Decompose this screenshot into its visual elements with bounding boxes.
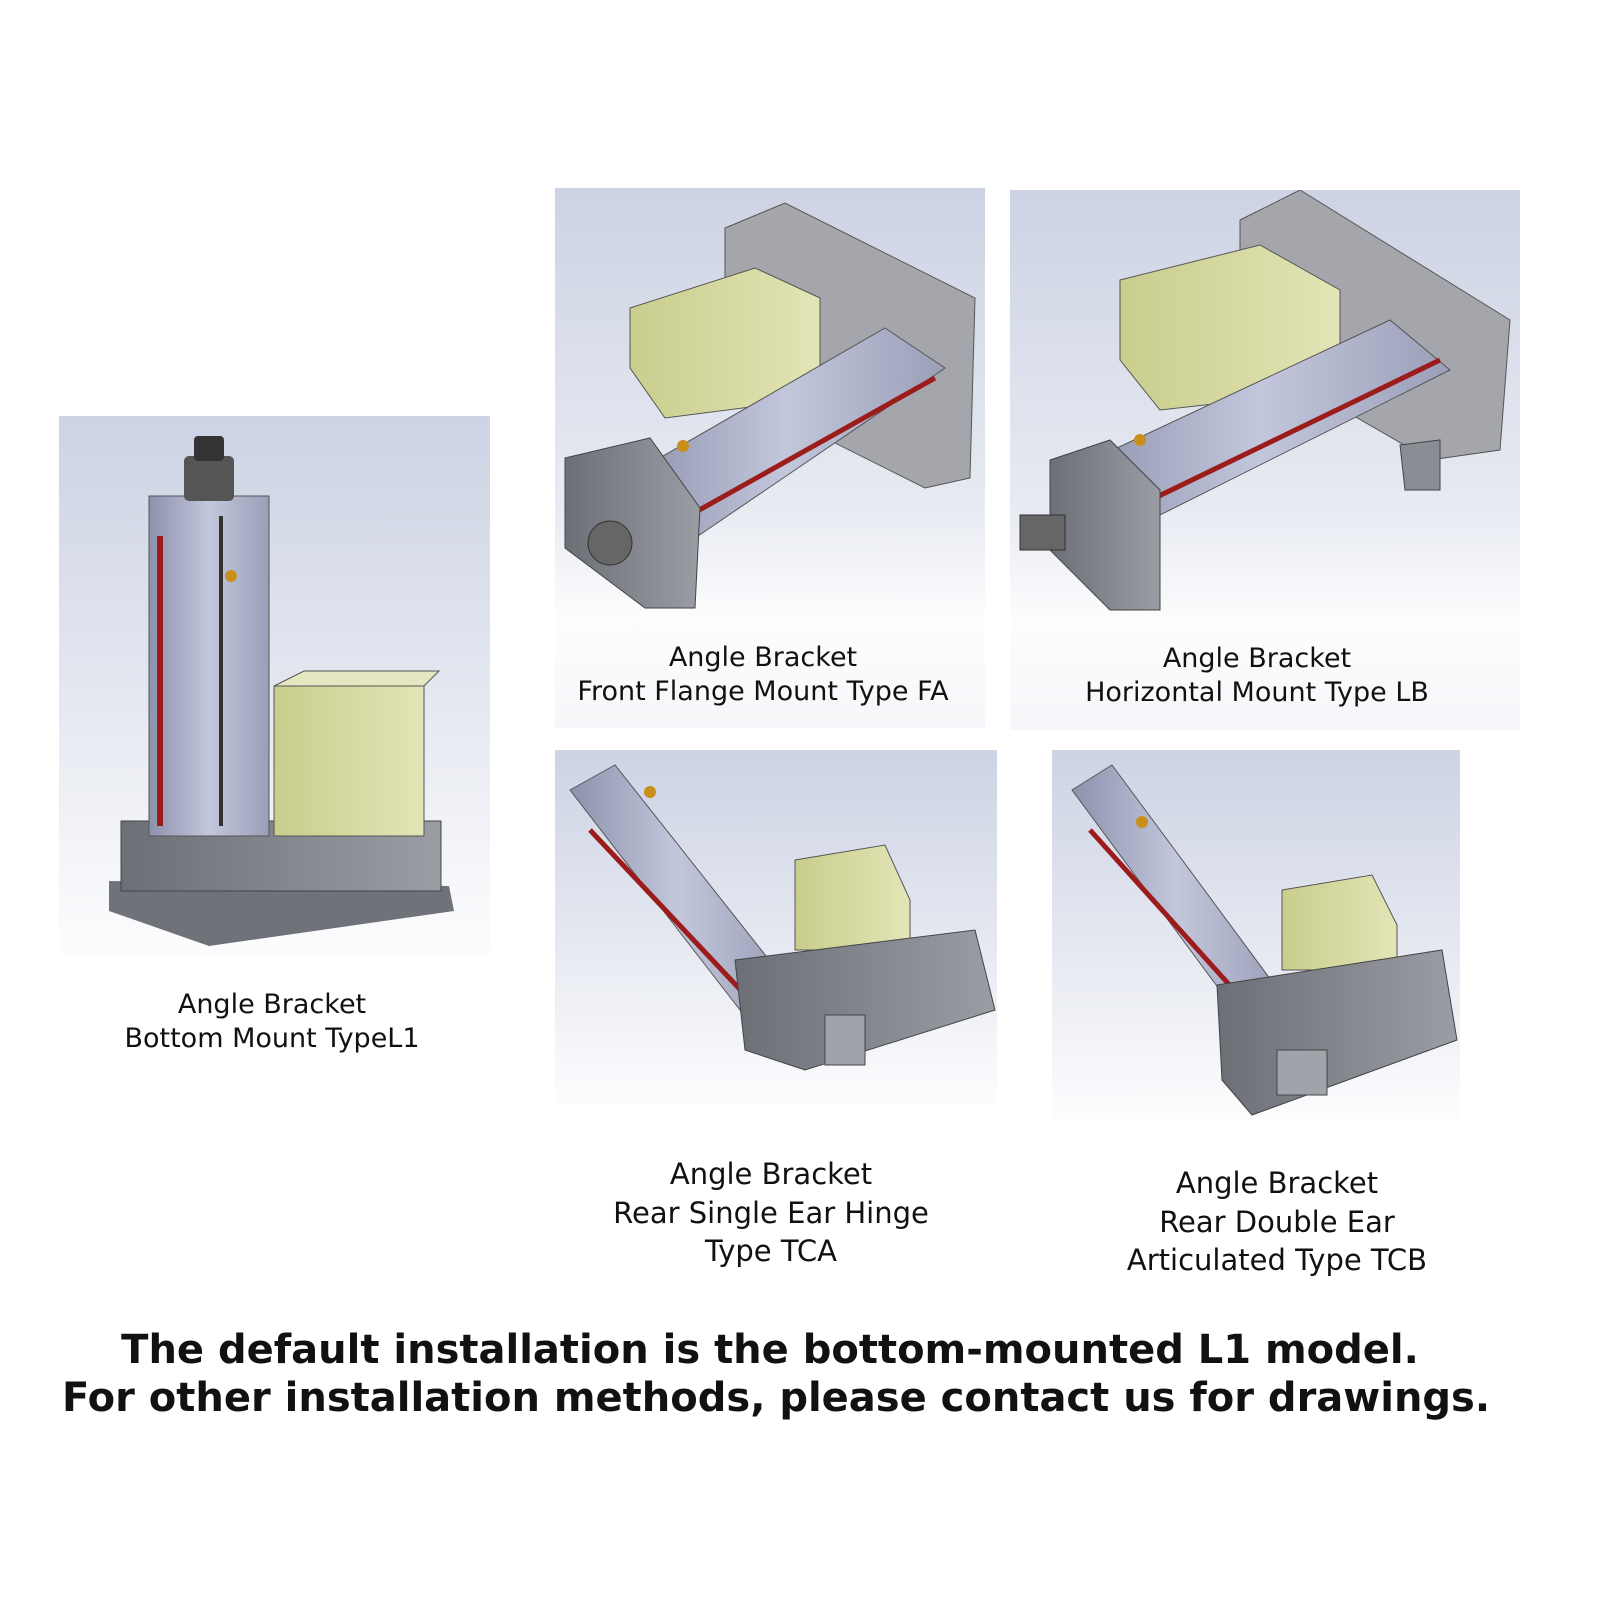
actuator-fa-drawing [564, 202, 976, 609]
caption-line: Angle Bracket [1162, 643, 1352, 674]
caption-line: Bottom Mount TypeL1 [124, 1023, 420, 1054]
footer-line-2: For other installation methods, please c… [61, 1375, 1491, 1421]
actuator-tcb-drawing [1071, 764, 1458, 1116]
caption-line: Angle Bracket [668, 642, 858, 673]
caption-fa: Angle Bracket Front Flange Mount Type FA [577, 641, 948, 709]
caption-line: Type TCA [705, 1234, 837, 1268]
image-mount-tcb [1052, 750, 1460, 1120]
caption-tcb: Angle Bracket Rear Double Ear Articulate… [1127, 1164, 1427, 1280]
footer-note: The default installation is the bottom-m… [0, 1326, 1600, 1422]
caption-line: Angle Bracket [669, 1157, 873, 1191]
footer-line-1: The default installation is the bottom-m… [121, 1327, 1419, 1373]
caption-line: Angle Bracket [177, 989, 367, 1020]
caption-line: Angle Bracket [1175, 1166, 1379, 1200]
image-mount-l1 [59, 416, 490, 955]
image-mount-lb [1010, 190, 1520, 730]
caption-line: Rear Double Ear [1159, 1204, 1395, 1239]
caption-line: Rear Single Ear Hinge [613, 1195, 929, 1230]
caption-tca: Angle Bracket Rear Single Ear Hinge Type… [613, 1155, 929, 1271]
caption-lb: Angle Bracket Horizontal Mount Type LB [1085, 642, 1429, 710]
actuator-l1-drawing [109, 436, 454, 946]
caption-line: Horizontal Mount Type LB [1085, 677, 1429, 708]
actuator-tca-drawing [569, 764, 996, 1071]
actuator-lb-drawing [1019, 190, 1511, 611]
caption-line: Articulated Type TCB [1126, 1243, 1428, 1277]
image-mount-fa [555, 188, 985, 728]
caption-l1: Angle Bracket Bottom Mount TypeL1 [124, 988, 419, 1056]
caption-line: Front Flange Mount Type FA [577, 676, 949, 707]
image-mount-tca [555, 750, 997, 1105]
